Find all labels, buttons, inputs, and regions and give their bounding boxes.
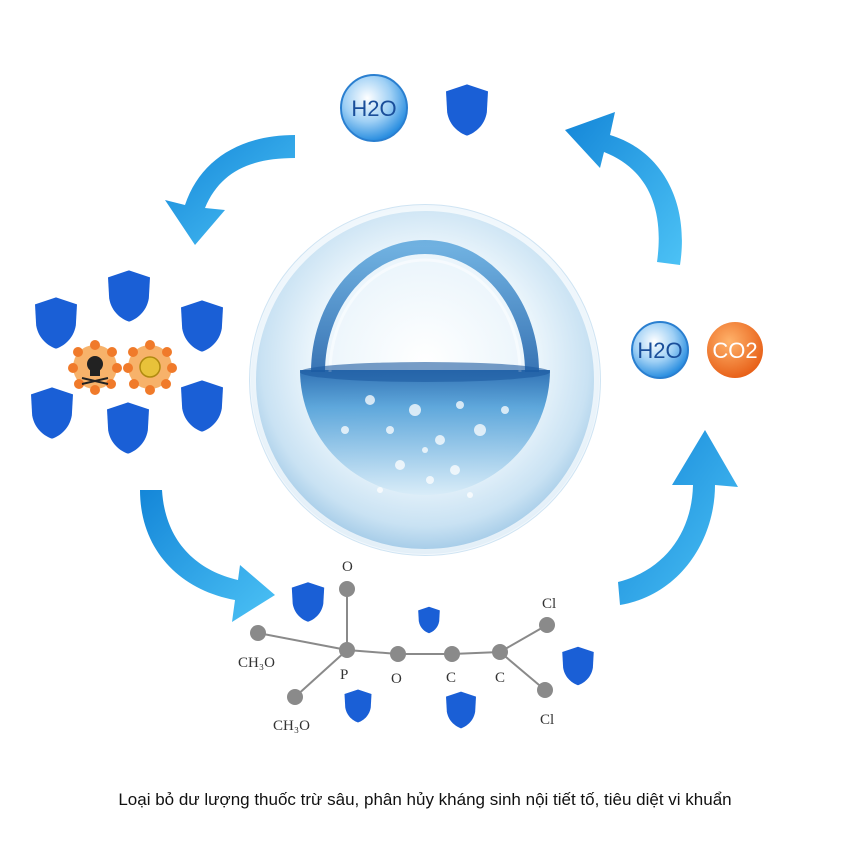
atom-label-o-top: O: [342, 559, 353, 575]
shield-icon: [31, 387, 73, 439]
shield-icon-fragment: [291, 582, 325, 622]
shield-icon-fragment: [418, 606, 440, 634]
atom-label-cl-top: Cl: [542, 596, 556, 612]
group-label-ch3o-lower: CH₃O: [273, 718, 310, 734]
atom-label-cl-bottom: Cl: [540, 712, 554, 728]
shield-icon: [108, 270, 150, 322]
shield-icon: [181, 380, 223, 432]
h2o-label-top: H2O: [351, 96, 396, 121]
atom-label-c1: C: [446, 670, 456, 686]
shield-icon: [181, 300, 223, 352]
shield-cluster-left: [31, 270, 223, 454]
caption: Loại bỏ dư lượng thuốc trừ sâu, phân hủy…: [118, 790, 732, 809]
shield-icon-top: [446, 84, 488, 136]
arrow-top-left: [165, 135, 295, 245]
molecule-diagram: O P O C C Cl Cl CH₃O CH₃O: [238, 559, 594, 734]
co2-label: CO2: [712, 338, 757, 363]
water-sphere: [249, 204, 601, 556]
atom-label-p: P: [340, 667, 348, 683]
atom-label-o-mid: O: [391, 671, 402, 687]
arrow-bottom-left: [140, 490, 275, 622]
h2o-badge-top: H2O: [340, 74, 408, 142]
toxin-germ-icon: [123, 340, 177, 395]
co2-badge: CO2: [707, 322, 763, 378]
h2o-badge-right: H2O: [631, 321, 689, 379]
shield-icon-fragment: [446, 691, 476, 729]
arrow-top-right: [565, 112, 682, 265]
shield-icon: [107, 402, 149, 454]
arrow-bottom-right: [618, 430, 738, 605]
shield-icon: [35, 297, 77, 349]
shield-icon-fragment: [344, 689, 372, 723]
h2o-label-right: H2O: [637, 338, 682, 363]
atom-label-c2: C: [495, 670, 505, 686]
toxin-skull-icon: [68, 340, 122, 395]
group-label-ch3o-upper: CH₃O: [238, 655, 275, 671]
shield-icon-fragment: [562, 646, 594, 686]
